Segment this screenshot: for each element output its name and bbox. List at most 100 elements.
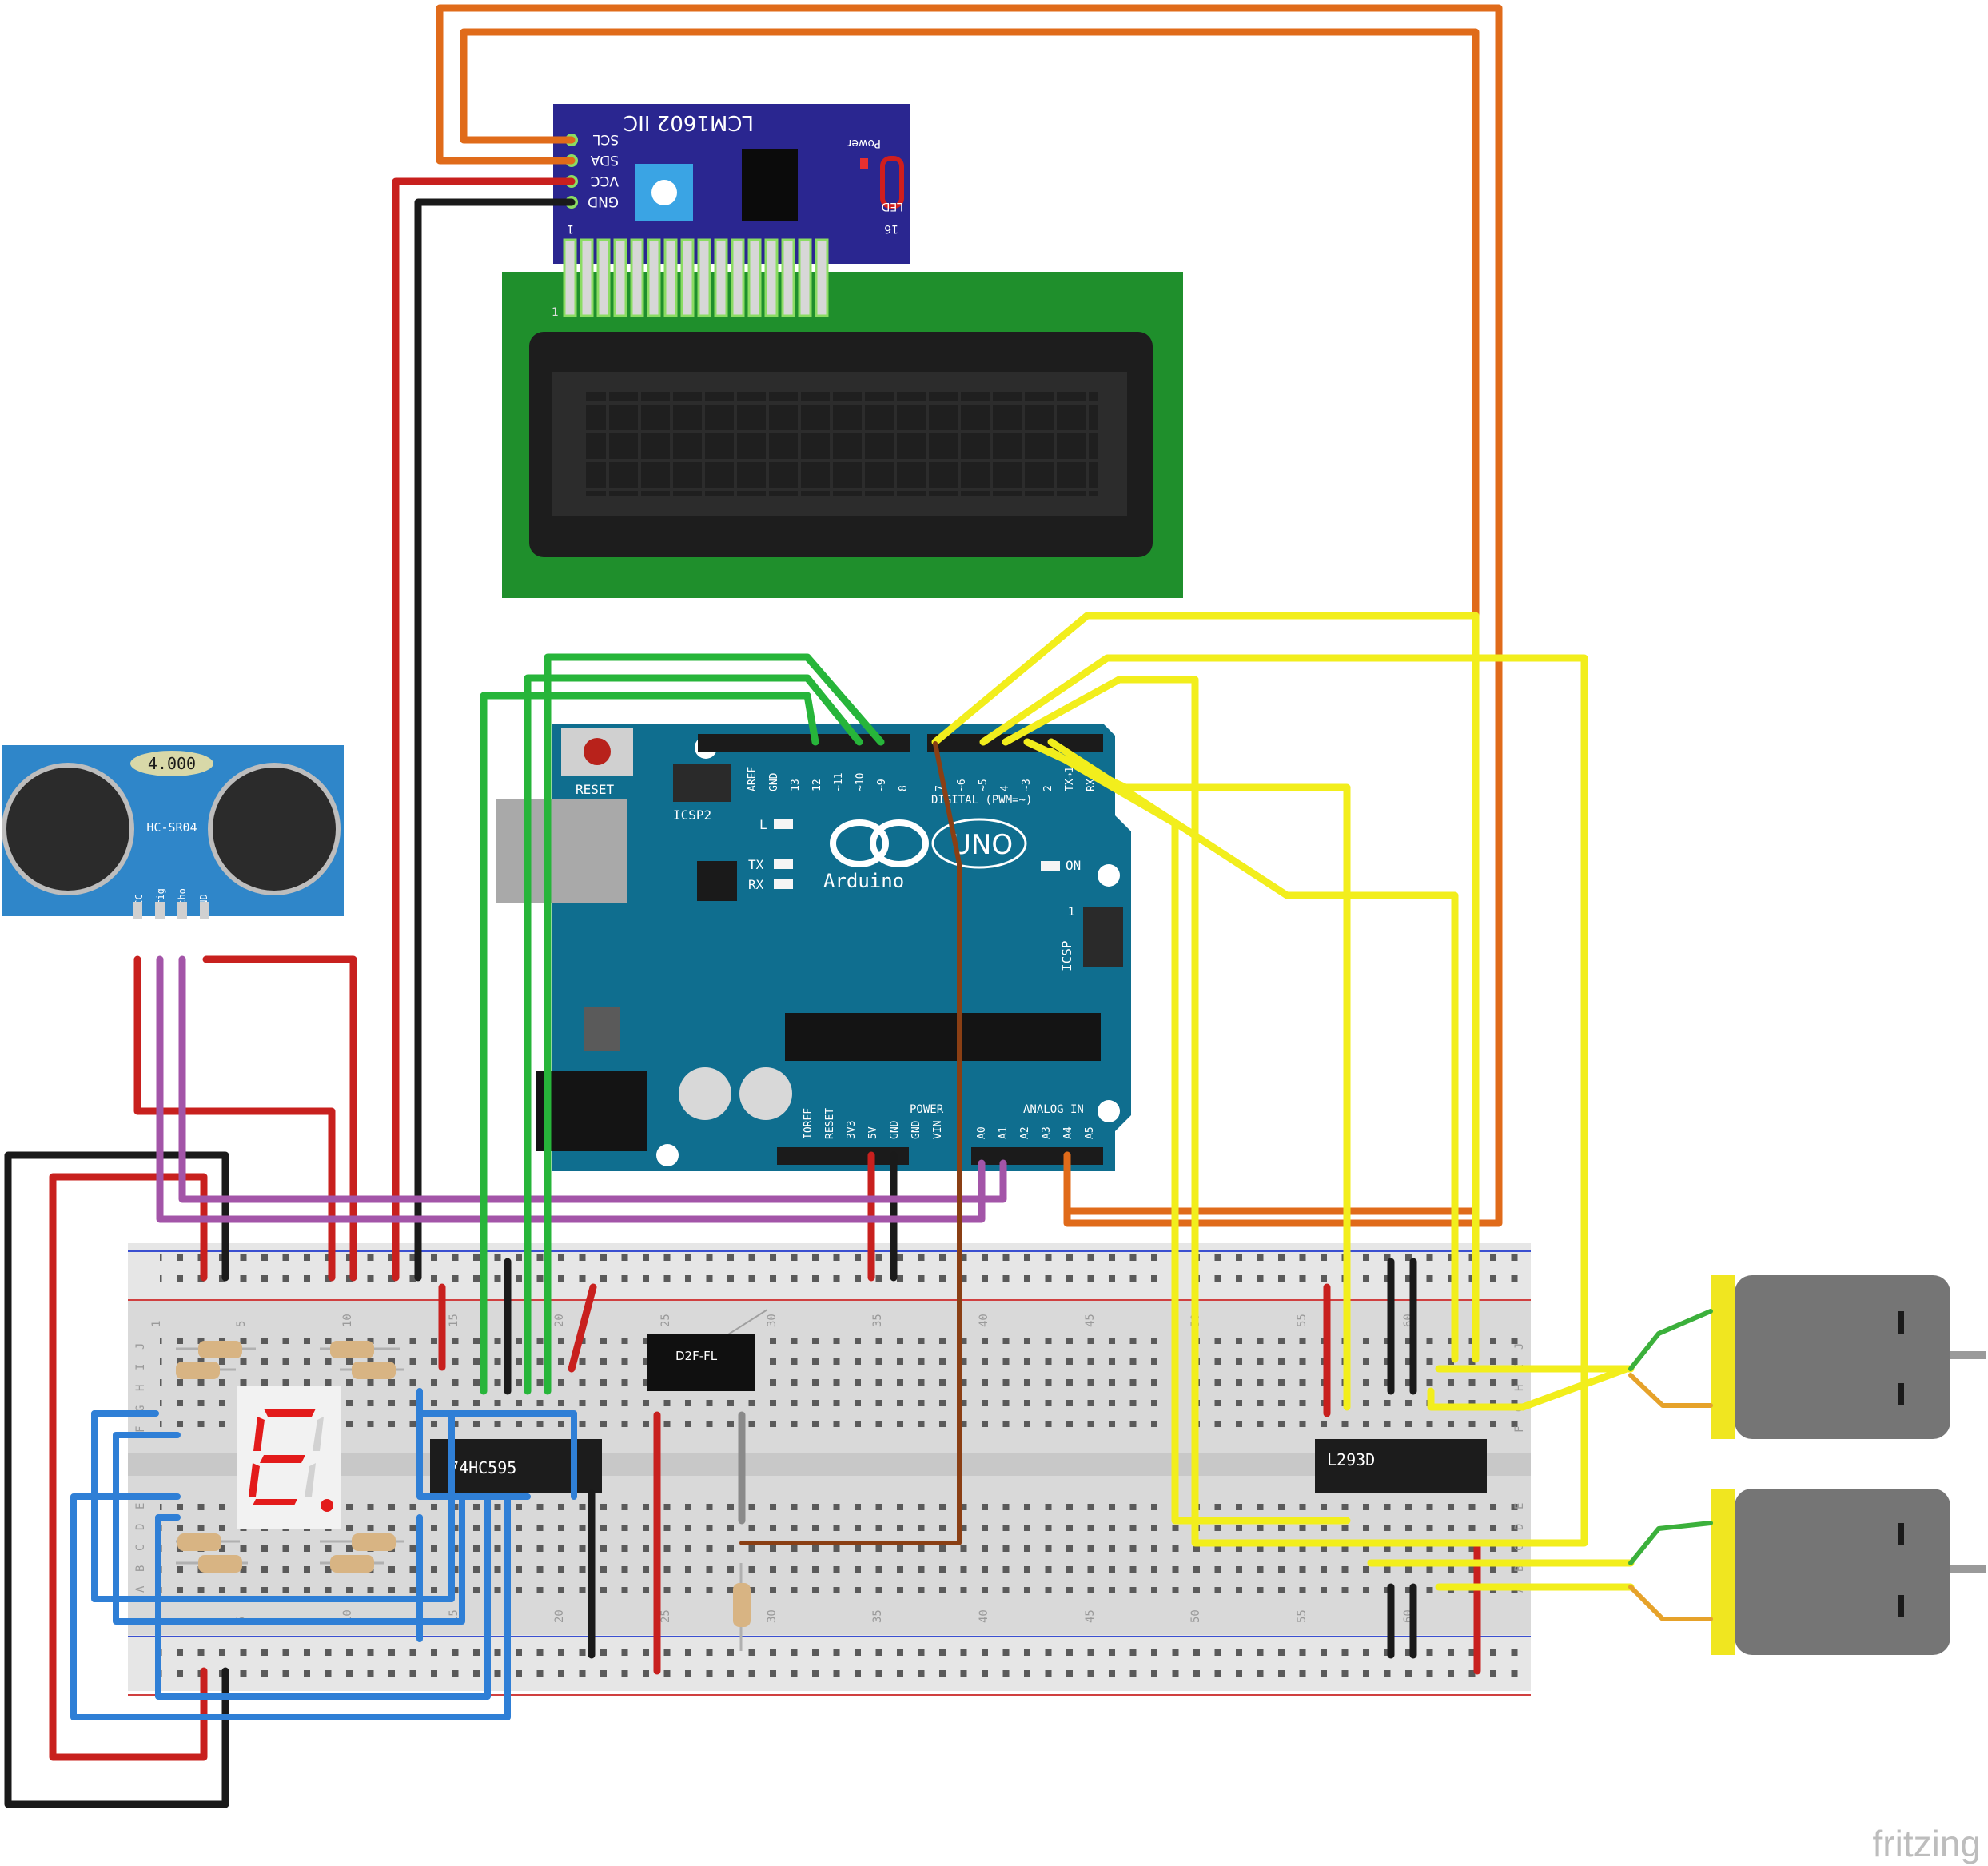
power-led-icon (860, 158, 868, 169)
wire-black-lcd-gnd[interactable] (414, 198, 576, 1282)
wire-green-pin12[interactable] (480, 692, 819, 1395)
pin1-label: 1 (567, 222, 574, 235)
seven-segment-display (237, 1386, 341, 1529)
column-number: 55 (1296, 1609, 1309, 1623)
crystal (130, 751, 213, 776)
power-pin-label: 5V (867, 1126, 879, 1139)
analog-pin-label: A1 (998, 1126, 1010, 1139)
row-letter: B (1513, 1565, 1526, 1572)
switch-label: D2F-FL (675, 1349, 718, 1363)
wire-yellow[interactable] (1047, 748, 1351, 1525)
wire-purple-echo[interactable] (178, 955, 1007, 1203)
chip-l293d-label: L293D (1327, 1450, 1375, 1469)
column-number: 45 (1084, 1314, 1097, 1327)
column-number: 35 (871, 1314, 884, 1327)
column-number: 30 (766, 1609, 779, 1623)
digital-pin-label: GND (768, 772, 780, 791)
wire-red-jumper[interactable] (568, 1283, 597, 1373)
wire-red-left-loop[interactable] (49, 1173, 208, 1761)
wire-yellow[interactable] (931, 612, 1480, 1363)
row-letter: E (134, 1503, 147, 1509)
pin-label-sda: SDA (590, 152, 619, 168)
tx-led-label: TX (748, 857, 764, 872)
row-letter: H (1513, 1385, 1526, 1391)
reset-label: RESET (576, 782, 615, 797)
row-letter: C (1513, 1545, 1526, 1551)
wire-green-pin11[interactable] (524, 674, 863, 1395)
brand-label: Arduino (823, 870, 904, 892)
wire-motor-lead-green[interactable] (1628, 1521, 1713, 1565)
i2c-header-pins (563, 238, 829, 317)
mount-hole-4 (656, 1144, 679, 1166)
resistors (176, 1341, 751, 1651)
motor-2-shaft (1950, 1565, 1986, 1573)
wire-red-lcd-vcc[interactable] (392, 177, 576, 1282)
wire-black-left-loop[interactable] (4, 1151, 229, 1808)
motor-2-slots (1898, 1523, 1904, 1617)
i2c-module: LCM1602 IIC SCL SDA VCC GND Power LED 16… (553, 104, 910, 317)
switch-body[interactable] (647, 1334, 755, 1391)
uno-oval (931, 818, 1027, 869)
column-number: 25 (659, 1314, 672, 1327)
digital-pin-label: ~5 (978, 779, 990, 791)
wire-yellow[interactable] (979, 654, 1588, 1547)
wire-red-sensor-gnd[interactable] (202, 955, 357, 1282)
wire-blue[interactable] (113, 1432, 465, 1625)
wire-motor-lead-orange[interactable] (1628, 1585, 1713, 1621)
row-letter: D (134, 1524, 147, 1530)
motor-2-cap (1711, 1489, 1735, 1655)
micro-switch: D2F-FL (647, 1309, 768, 1391)
l-led-label: L (759, 817, 767, 832)
power-pin-label: RESET (824, 1108, 836, 1139)
wire-purple-trig[interactable] (156, 955, 986, 1223)
i2c-chip (742, 149, 798, 221)
motor-1-cap (1711, 1275, 1735, 1439)
capacitor-2 (739, 1067, 792, 1120)
wire-blue[interactable] (416, 1410, 577, 1500)
row-letter: D (1513, 1524, 1526, 1530)
wire-orange-sda[interactable] (436, 4, 1503, 1227)
wire-motor-lead-orange[interactable] (1628, 1373, 1713, 1408)
i2c-title: LCM1602 IIC (623, 110, 754, 134)
wire-green-pin10[interactable] (544, 653, 885, 1395)
wire-brown[interactable] (739, 741, 962, 1545)
power-pin-label: GND (889, 1120, 901, 1139)
arduino-uno: RESET ICSP2 ICSP 1 Arduino UNO L TX RX O… (496, 724, 1131, 1171)
led-label: LED (882, 200, 903, 213)
pin-label-gnd: GND (588, 193, 619, 209)
atmega-chip (785, 1013, 1101, 1061)
wire-blue[interactable] (70, 1493, 511, 1720)
transducer-left (2, 763, 134, 895)
row-letter: J (134, 1343, 147, 1350)
column-number: 40 (978, 1609, 990, 1623)
digital-pin-label: TX→1 (1064, 767, 1076, 791)
potentiometer-knob[interactable] (651, 180, 677, 205)
wire-blue[interactable] (416, 1388, 531, 1500)
digital-pin-label: 8 (898, 785, 910, 791)
icsp-header (1083, 907, 1123, 967)
rail-holes-top (160, 1251, 1519, 1293)
column-number: 30 (766, 1314, 779, 1327)
wire-yellow[interactable] (1002, 676, 1199, 1295)
resistor (176, 1555, 248, 1573)
power-pin-label: 3V3 (846, 1121, 858, 1139)
resistor (176, 1533, 240, 1551)
wire-red-sensor-vcc[interactable] (133, 955, 336, 1282)
pin16-label: 16 (884, 222, 898, 235)
digital-pin-label: 2 (1042, 785, 1054, 791)
wire-motor-lead-green[interactable] (1628, 1309, 1713, 1371)
icsp2-header (673, 764, 731, 802)
lcd-pin1-label: 1 (552, 306, 559, 319)
reset-button[interactable] (584, 738, 611, 765)
power-pin-label: GND (910, 1120, 922, 1139)
power-header (777, 1147, 909, 1165)
led-jumper[interactable] (880, 156, 904, 209)
wire-yellow-motor[interactable] (1427, 1365, 1631, 1411)
icsp-pin1-label: 1 (1068, 906, 1075, 919)
wire-blue[interactable] (155, 1493, 491, 1700)
mount-hole-2 (1098, 864, 1120, 887)
wire-blue[interactable] (91, 1410, 455, 1602)
lcd-display: 1 (502, 272, 1183, 598)
digital-pin-label: ~6 (956, 779, 968, 791)
resistor (320, 1533, 404, 1551)
